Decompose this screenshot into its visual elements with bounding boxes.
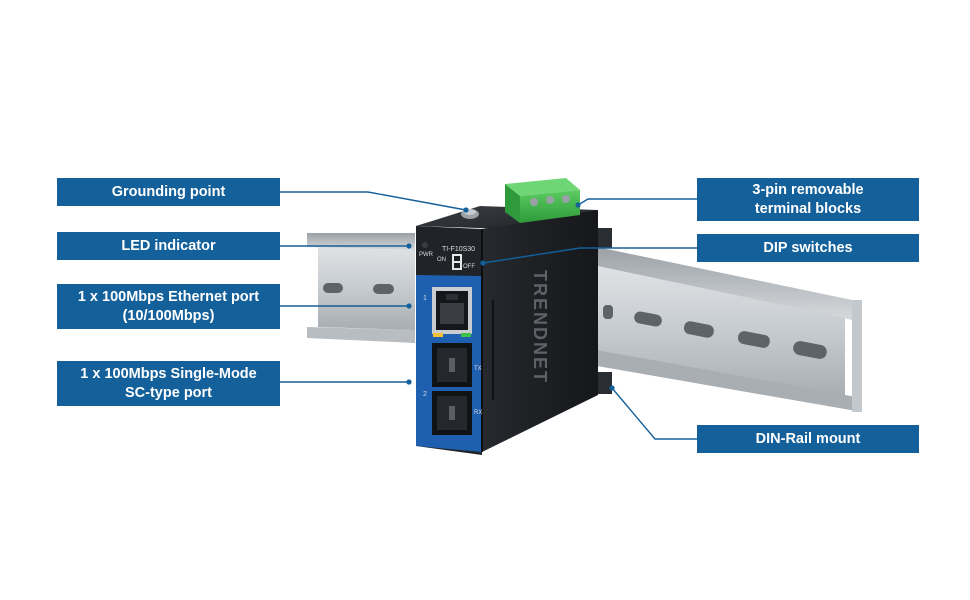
dip-on-label: ON bbox=[437, 257, 446, 263]
callout-sc-line2: SC-type port bbox=[125, 384, 212, 401]
callout-din-text: DIN-Rail mount bbox=[755, 430, 861, 447]
callout-ethernet-line2: (10/100Mbps) bbox=[122, 307, 215, 324]
din-rail bbox=[307, 233, 862, 412]
callout-terminal-line2: terminal blocks bbox=[754, 200, 862, 217]
media-converter-device bbox=[416, 178, 612, 455]
port-1-label: 1 bbox=[423, 295, 427, 302]
leader-line-din bbox=[611, 387, 697, 440]
callout-dip-text: DIP switches bbox=[763, 239, 853, 256]
callout-grounding-text: Grounding point bbox=[111, 183, 226, 200]
leader-line-terminal bbox=[577, 198, 697, 206]
callout-din-rail-mount: DIN-Rail mount bbox=[697, 425, 919, 453]
callout-dip-switches: DIP switches bbox=[697, 234, 919, 262]
pwr-label: PWR bbox=[419, 252, 434, 258]
brand-logo: TRENDNET bbox=[530, 270, 550, 384]
callout-sc-port: 1 x 100Mbps Single-Mode SC-type port bbox=[57, 361, 280, 406]
callout-ethernet-port: 1 x 100Mbps Ethernet port (10/100Mbps) bbox=[57, 284, 280, 329]
callout-grounding-point: Grounding point bbox=[57, 178, 280, 206]
callout-led-text: LED indicator bbox=[121, 237, 216, 254]
port-2-label: 2 bbox=[423, 391, 427, 398]
leader-line-dip bbox=[482, 247, 697, 264]
callout-terminal-blocks: 3-pin removable terminal blocks bbox=[697, 178, 919, 221]
dip-off-label: OFF bbox=[463, 264, 475, 270]
tx-label: TX bbox=[474, 366, 482, 372]
leader-dots bbox=[406, 202, 615, 391]
leader-lines bbox=[280, 191, 697, 440]
callout-led-indicator: LED indicator bbox=[57, 232, 280, 260]
callout-terminal-line1: 3-pin removable bbox=[752, 181, 864, 198]
rx-label: RX bbox=[474, 410, 482, 416]
callout-sc-line1: 1 x 100Mbps Single-Mode bbox=[80, 365, 257, 382]
leader-line-grounding bbox=[280, 191, 467, 211]
callout-ethernet-line1: 1 x 100Mbps Ethernet port bbox=[77, 288, 260, 305]
model-label: TI-F10S30 bbox=[442, 246, 475, 253]
